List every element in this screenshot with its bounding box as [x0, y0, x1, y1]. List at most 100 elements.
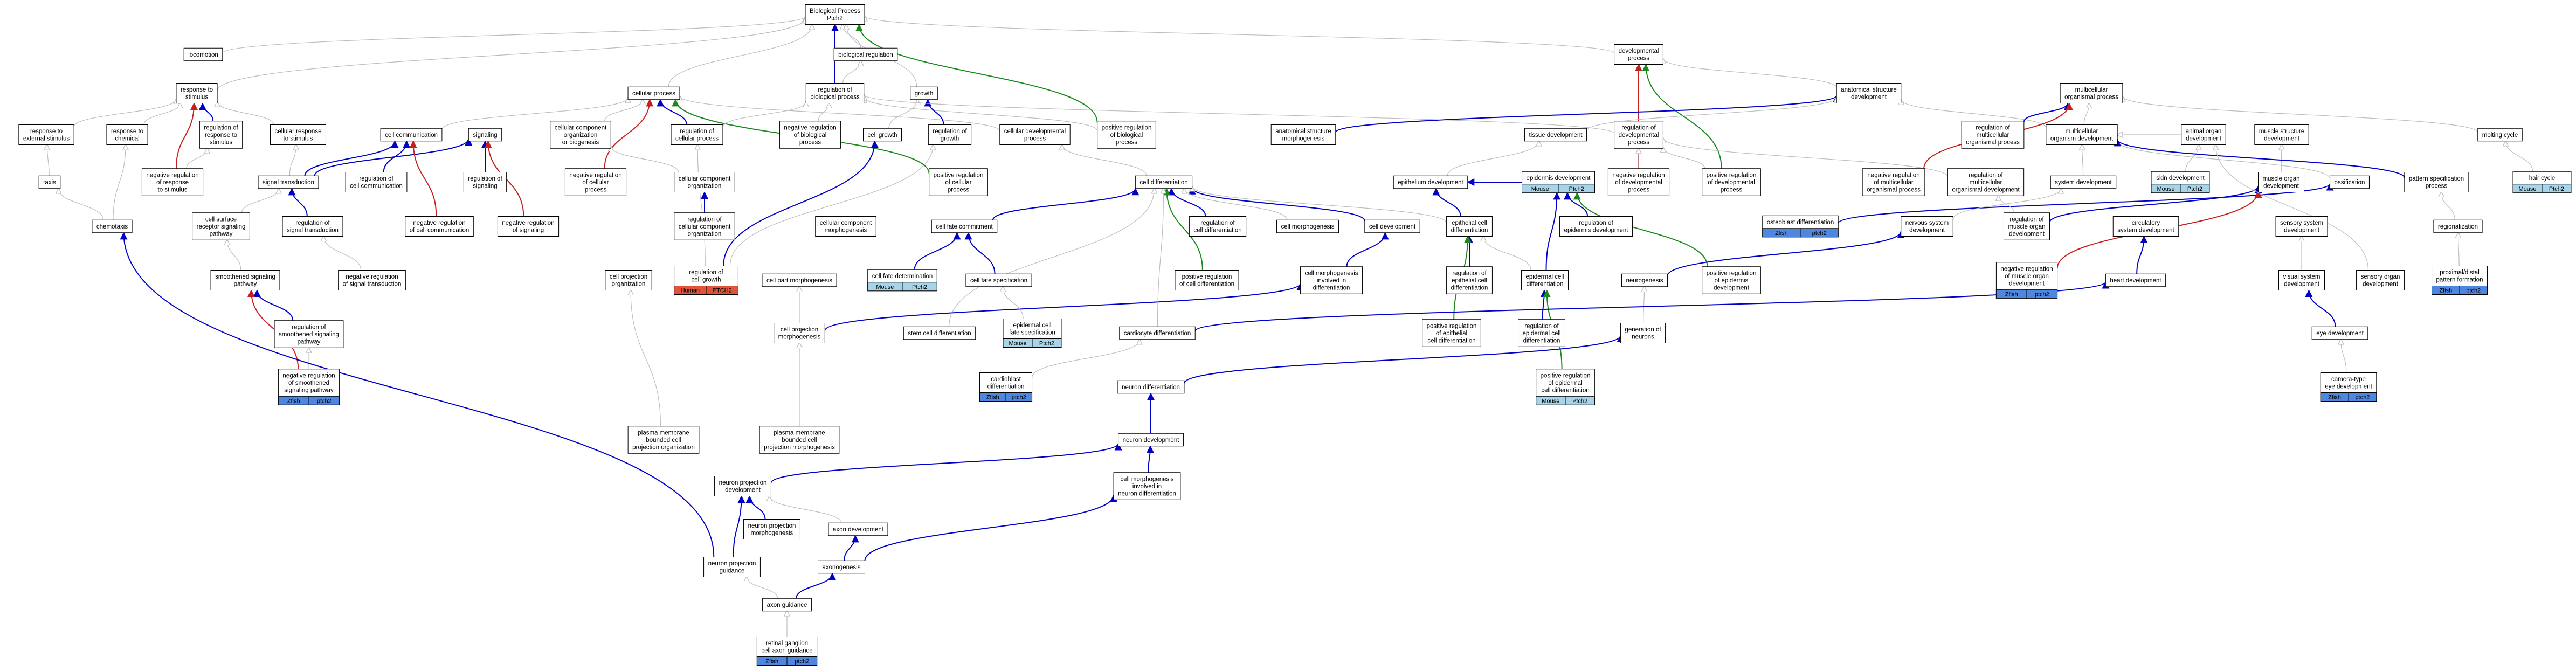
node-neurogenesis[interactable]: neurogenesis	[1621, 273, 1668, 287]
node-eye-development[interactable]: eye development	[2311, 326, 2368, 340]
node-epithelium-development[interactable]: epithelium development	[1393, 175, 1468, 189]
node-cell-development[interactable]: cell development	[1364, 219, 1420, 233]
node-axonogenesis[interactable]: axonogenesis	[818, 560, 865, 574]
node-cardiocyte-differentiation[interactable]: cardiocyte differentiation	[1119, 326, 1196, 340]
node-biological-regulation[interactable]: biological regulation	[833, 47, 898, 61]
node-signal-transduction[interactable]: signal transduction	[258, 175, 319, 189]
node-cell-growth[interactable]: cell growth	[863, 128, 902, 142]
node-system-development[interactable]: system development	[2050, 175, 2117, 189]
node-axon-development[interactable]: axon development	[828, 522, 888, 536]
node-taxis[interactable]: taxis	[38, 175, 61, 189]
node-ossification[interactable]: ossification	[2330, 175, 2370, 189]
node-heart-development[interactable]: heart development	[2105, 273, 2166, 287]
node-axon-guidance[interactable]: axon guidance	[762, 598, 812, 612]
node-cell-differentiation[interactable]: cell differentiation	[1135, 175, 1193, 189]
node-neuron-development[interactable]: neuron development	[1118, 433, 1184, 447]
node-cellular-process[interactable]: cellular process	[627, 86, 680, 100]
node-growth[interactable]: growth	[910, 86, 938, 100]
node-cell-fate-specification[interactable]: cell fate specification	[965, 273, 1032, 287]
node-chemotaxis[interactable]: chemotaxis	[92, 219, 133, 233]
node-molting-cycle[interactable]: molting cycle	[2477, 128, 2523, 142]
node-cell-part-morphogenesis[interactable]: cell part morphogenesis	[762, 273, 837, 287]
node-cell-communication[interactable]: cell communication	[380, 128, 443, 142]
node-regionalization[interactable]: regionalization	[2433, 219, 2483, 233]
node-signaling[interactable]: signaling	[468, 128, 502, 142]
node-cell-morphogenesis[interactable]: cell morphogenesis	[1276, 219, 1339, 233]
